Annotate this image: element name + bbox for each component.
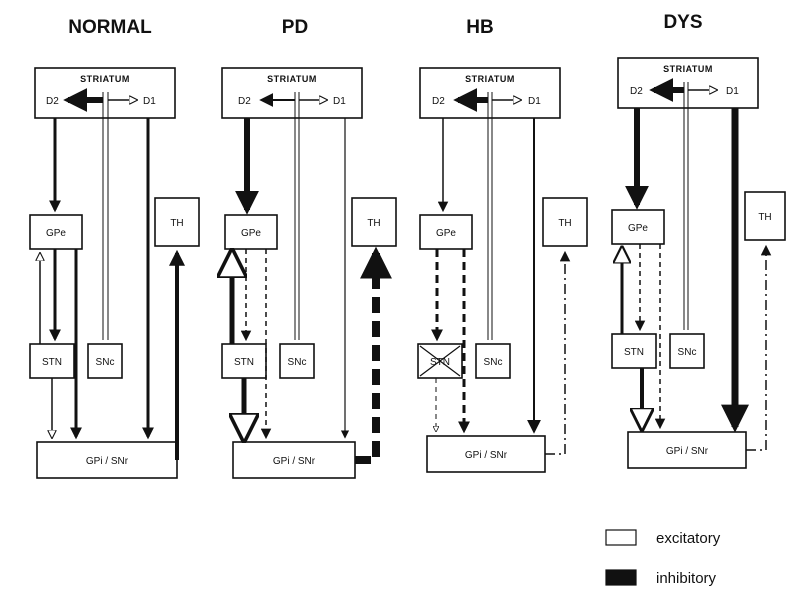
striatum-box	[221, 67, 363, 119]
panel-title: PD	[282, 17, 308, 38]
panel-title: NORMAL	[68, 17, 152, 38]
d2-label: D2	[238, 96, 251, 107]
stn-label: STN	[42, 357, 62, 368]
striatum-box	[419, 67, 561, 119]
striatum-label: STRIATUM	[80, 74, 130, 84]
gpe-label: GPe	[46, 228, 66, 239]
th-label: TH	[558, 218, 571, 229]
gpi-snr-label: GPi / SNr	[465, 450, 508, 461]
stn-label: STN	[624, 347, 644, 358]
striatum-label: STRIATUM	[267, 74, 317, 84]
th-box	[542, 197, 588, 247]
gpi-th-arrow	[355, 246, 392, 464]
d2-label: D2	[432, 96, 445, 107]
snc-label: SNc	[96, 357, 115, 368]
d1-label: D1	[333, 96, 346, 107]
th-label: TH	[367, 218, 380, 229]
d1-label: D1	[143, 96, 156, 107]
snc-label: SNc	[484, 357, 503, 368]
stn-box	[611, 333, 657, 369]
panel-hb: HB STRIATUM D2 D1 GPe STN SNc TH GPi / S…	[417, 17, 588, 473]
snc-label: SNc	[288, 357, 307, 368]
stn-box	[221, 343, 267, 379]
striatum-label: STRIATUM	[465, 74, 515, 84]
gpe-label: GPe	[436, 228, 456, 239]
legend-inhibitory-label: inhibitory	[656, 570, 717, 587]
legend-excitatory-label: excitatory	[656, 530, 721, 547]
gpi-snr-box	[36, 441, 178, 479]
snc-box	[279, 343, 315, 379]
panel-normal: NORMAL STRIATUM D2 D1 GPe STN SNc TH GPi…	[29, 17, 200, 479]
stn-label: STN	[430, 357, 450, 368]
th-box	[744, 191, 786, 241]
gpi-snr-label: GPi / SNr	[273, 456, 316, 467]
th-box	[351, 197, 397, 247]
th-label: TH	[170, 218, 183, 229]
gpe-box	[224, 214, 278, 250]
panel-title: HB	[466, 17, 493, 38]
panel-pd: PD STRIATUM D2 D1 GPe STN SNc TH GPi / S…	[221, 17, 397, 479]
gpe-box	[419, 214, 473, 250]
snc-box	[475, 343, 511, 379]
striatum-label: STRIATUM	[663, 64, 713, 74]
panel-dys: DYS STRIATUM D2 D1 GPe STN SNc TH GPi / …	[611, 12, 786, 469]
lesion-cross-icon	[419, 345, 461, 377]
d1-label: D1	[528, 96, 541, 107]
d1-label: D1	[726, 86, 739, 97]
th-box	[154, 197, 200, 247]
gpi-snr-label: GPi / SNr	[86, 456, 129, 467]
th-label: TH	[758, 212, 771, 223]
snc-box	[669, 333, 705, 369]
gpe-box	[611, 209, 665, 245]
snc-box	[87, 343, 123, 379]
legend-inhibitory-swatch	[605, 569, 637, 586]
gpi-th-arrow	[746, 244, 772, 451]
gpi-snr-box	[232, 441, 356, 479]
gpi-snr-box	[627, 431, 747, 469]
legend: excitatory inhibitory	[605, 529, 721, 587]
d2-label: D2	[46, 96, 59, 107]
gpe-label: GPe	[628, 223, 648, 234]
gpi-snr-label: GPi / SNr	[666, 446, 709, 457]
gpi-th-arrow	[545, 250, 571, 455]
d2-label: D2	[630, 86, 643, 97]
panel-title: DYS	[663, 12, 702, 33]
snc-label: SNc	[678, 347, 697, 358]
striatum-box	[34, 67, 176, 119]
legend-excitatory-swatch	[605, 529, 637, 546]
gpi-snr-box	[426, 435, 546, 473]
stn-label: STN	[234, 357, 254, 368]
gpe-label: GPe	[241, 228, 261, 239]
